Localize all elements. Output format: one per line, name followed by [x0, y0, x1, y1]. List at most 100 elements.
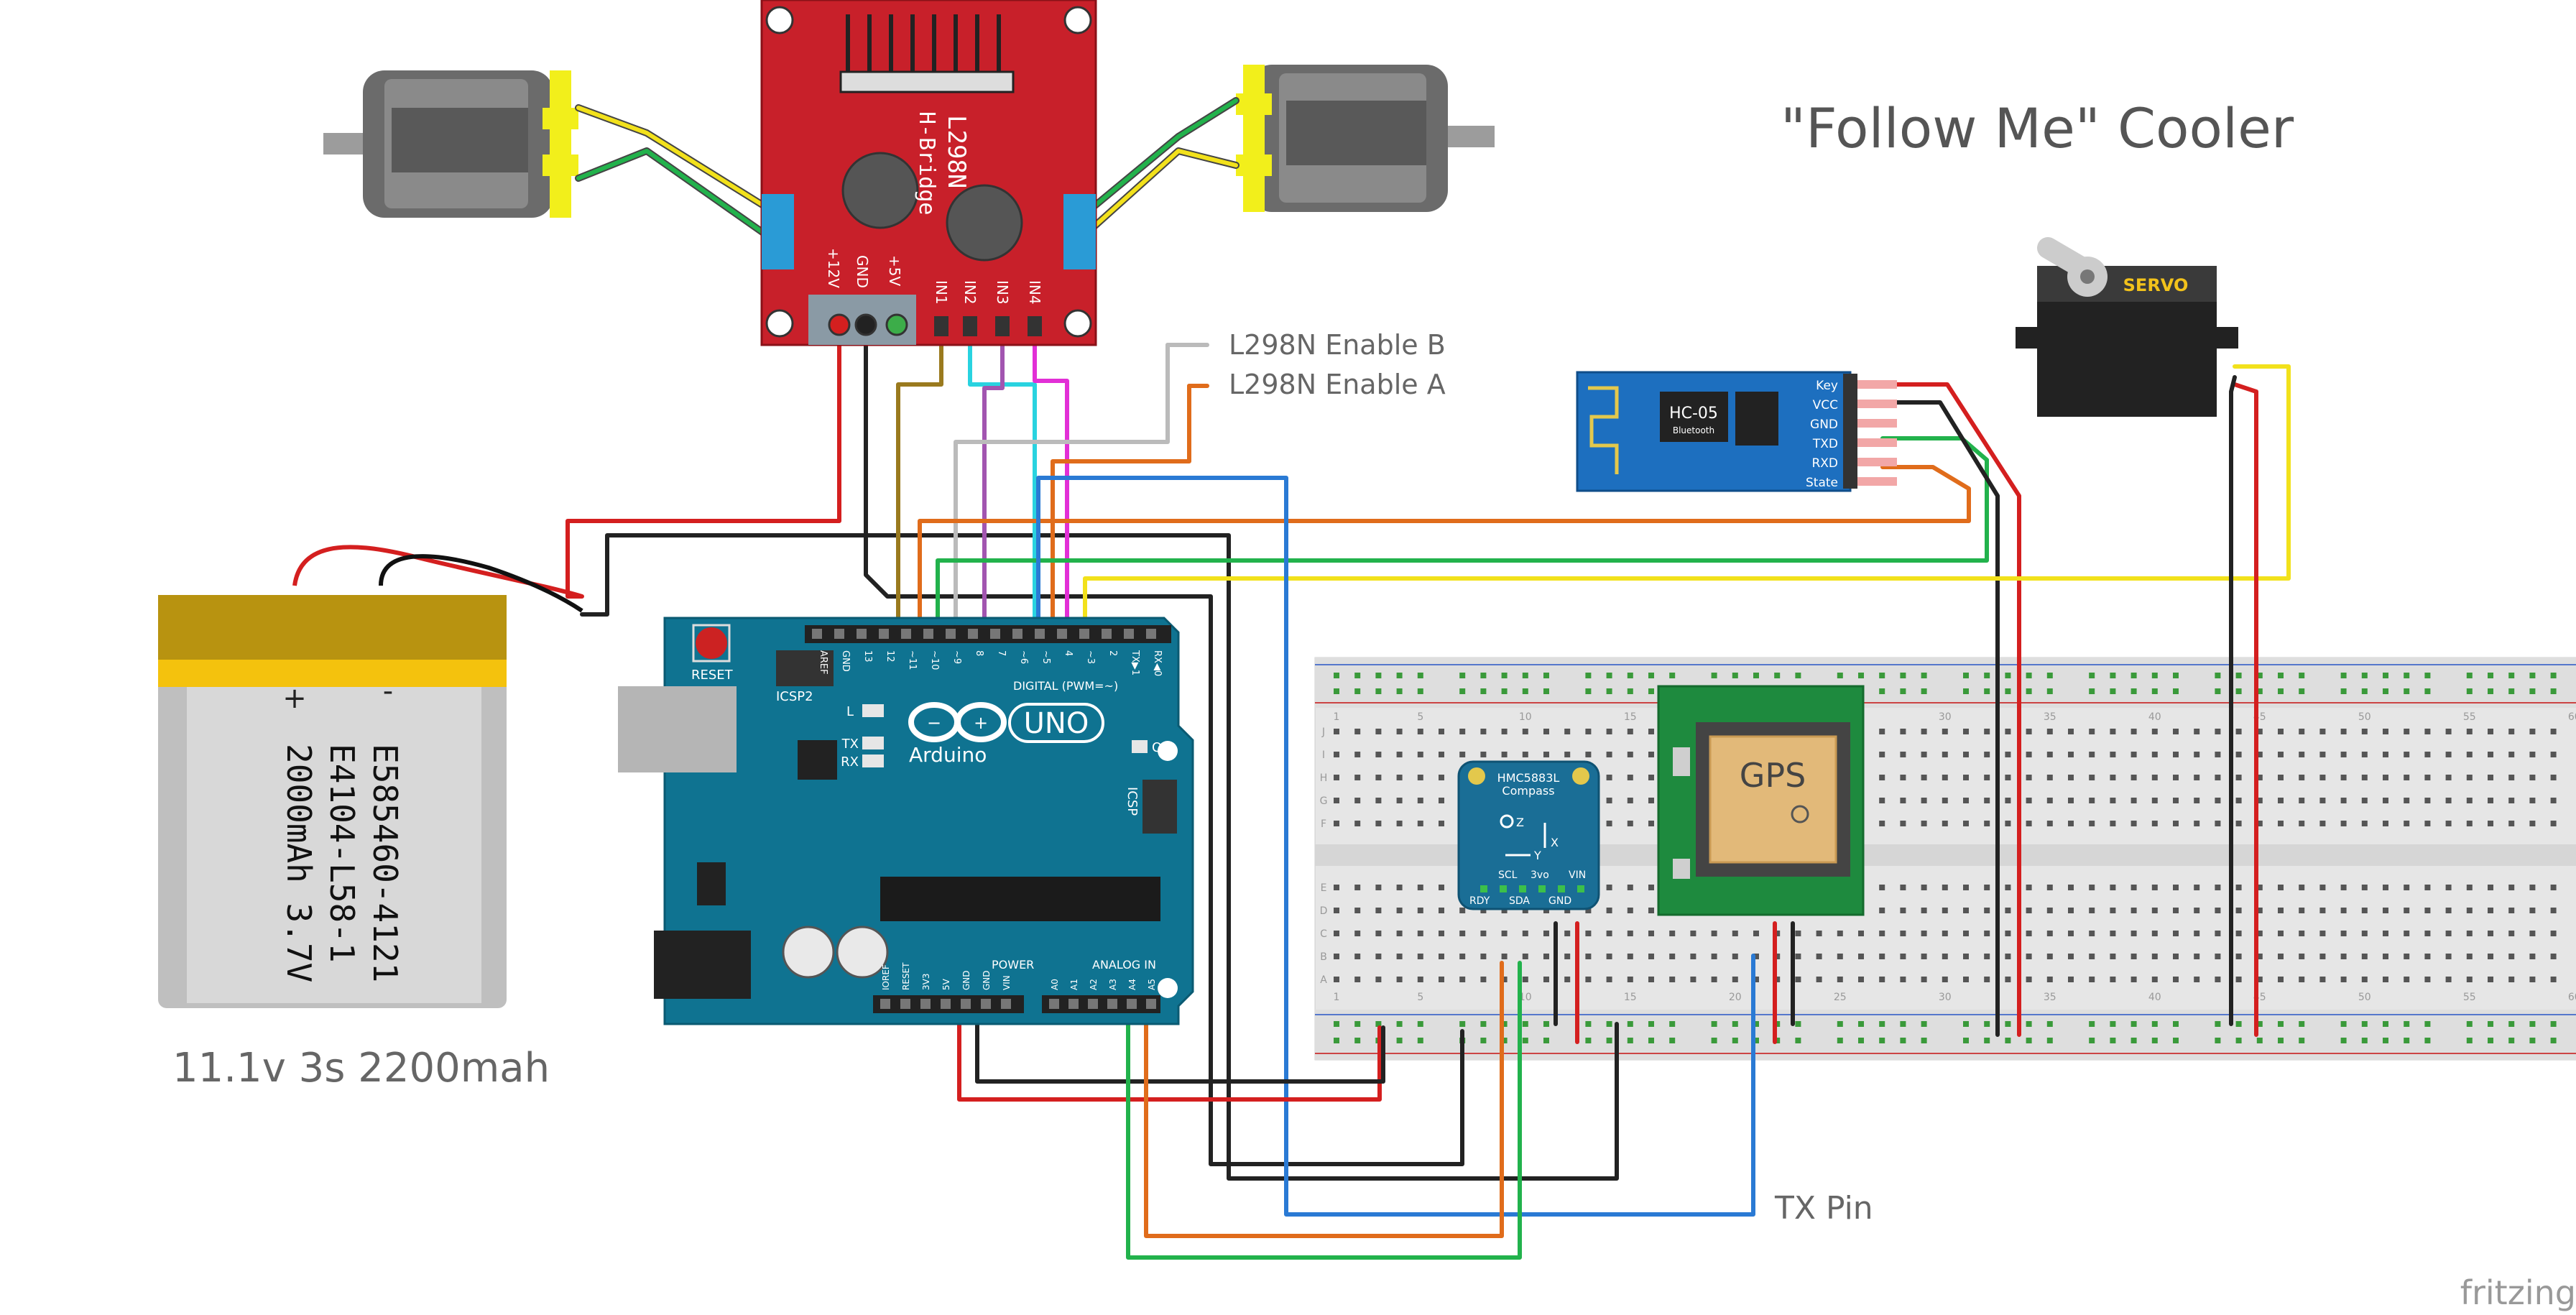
- bluetooth-pin-label: Key: [1816, 379, 1838, 393]
- breadboard-row-letter: G: [1320, 795, 1328, 807]
- lipo-battery: + - E585460-4121 E4104-L58-1 2000mAh 3.7…: [158, 545, 583, 1092]
- breadboard-row-letter: A: [1320, 974, 1327, 986]
- breadboard-number: 15: [1624, 992, 1637, 1003]
- gps-module: GPS: [1657, 685, 1865, 916]
- breadboard-number: 1: [1334, 711, 1340, 723]
- breadboard-number: 10: [1519, 992, 1532, 1003]
- arduino-power-label: POWER: [992, 958, 1034, 972]
- arduino-digital-pin-label: ~9: [951, 650, 962, 664]
- breadboard-number: 30: [1939, 711, 1952, 723]
- arduino-power-pin-label: VIN: [1002, 975, 1012, 990]
- arduino-digital-pin-label: 4: [1063, 650, 1074, 656]
- breadboard-number: 40: [2148, 992, 2161, 1003]
- arduino-digital-pin-label: 13: [862, 650, 873, 663]
- arduino-power-pin-label: RESET: [901, 962, 911, 990]
- arduino-reset-label: RESET: [691, 668, 734, 683]
- arduino-analog-pin-label: A5: [1147, 979, 1157, 990]
- breadboard-row-letter: D: [1320, 905, 1328, 917]
- arduino-digital-pin-label: ~3: [1085, 650, 1096, 664]
- arduino-digital-pin-label: TX▶1: [1130, 650, 1140, 675]
- compass-name: HMC5883L: [1497, 771, 1560, 785]
- arduino-power-pin-label: 3V3: [921, 974, 931, 990]
- arduino-analog-pin-label: A2: [1089, 979, 1099, 990]
- breadboard-number: 55: [2463, 992, 2476, 1003]
- breadboard-number: 60: [2568, 992, 2576, 1003]
- breadboard-number: 50: [2358, 711, 2371, 723]
- breadboard-number: 10: [1519, 711, 1532, 723]
- enable-b-label: L298N Enable B: [1229, 329, 1446, 361]
- arduino-digital-pin-label: RX◀0: [1152, 650, 1163, 676]
- arduino-digital-pin-label: ~5: [1040, 650, 1051, 664]
- l298n-h-bridge: L298N H-Bridge +12V GND +5V IN1 IN2 IN3 …: [760, 0, 1097, 346]
- arduino-digital-pin-label: 7: [996, 650, 1007, 656]
- fritzing-watermark: fritzing: [2460, 1273, 2576, 1312]
- arduino-digital-pin-label: 12: [885, 650, 895, 663]
- arduino-digital-pin-label: AREF: [818, 650, 828, 675]
- breadboard-row-letter: C: [1320, 928, 1327, 940]
- breadboard-number: 25: [1834, 992, 1847, 1003]
- compass-pin-sda: SDA: [1509, 895, 1530, 907]
- arduino-brand: Arduino: [909, 743, 987, 767]
- dc-motor-left: [323, 70, 578, 218]
- breadboard-number: 35: [2044, 711, 2056, 723]
- servo-motor: SERVO: [2016, 237, 2238, 417]
- arduino-tx-label: TX: [841, 737, 859, 752]
- breadboard-row-letter: J: [1321, 726, 1325, 738]
- compass-axis-x: X: [1551, 836, 1559, 849]
- bluetooth-pin-label: TXD: [1812, 437, 1838, 451]
- arduino-icsp2-label: ICSP2: [776, 689, 813, 704]
- bluetooth-sub: Bluetooth: [1673, 425, 1714, 435]
- arduino-digital-pin-label: GND: [840, 650, 851, 672]
- battery-label-2: E4104-L58-1: [323, 744, 361, 963]
- battery-minus: -: [383, 675, 393, 708]
- compass-axis-y: Y: [1533, 849, 1541, 862]
- breadboard: 151015202530354045505560 151015202530354…: [1314, 657, 2576, 1061]
- diagram-title: "Follow Me" Cooler: [1781, 96, 2294, 160]
- hbridge-pin-in1: IN1: [933, 280, 950, 305]
- battery-plus: +: [282, 682, 307, 715]
- hbridge-pin-5v: +5V: [886, 255, 903, 286]
- hbridge-pin-in2: IN2: [961, 280, 979, 305]
- bluetooth-name: HC-05: [1669, 405, 1718, 423]
- breadboard-number: 15: [1624, 711, 1637, 723]
- enable-a-label: L298N Enable A: [1229, 369, 1446, 400]
- bluetooth-pin-label: GND: [1810, 417, 1838, 432]
- hbridge-pin-in4: IN4: [1026, 280, 1043, 305]
- hbridge-name: L298N: [942, 115, 971, 188]
- arduino-digital-pin-label: 8: [974, 650, 984, 656]
- breadboard-number: 30: [1939, 992, 1952, 1003]
- battery-label-1: E585460-4121: [366, 744, 405, 982]
- breadboard-row-letter: E: [1321, 882, 1327, 894]
- wiring: [565, 97, 2291, 1260]
- arduino-analog-label: ANALOG IN: [1092, 958, 1156, 972]
- arduino-digital-pin-label: ~10: [929, 650, 940, 670]
- arduino-digital-pin-label: ~6: [1018, 650, 1029, 664]
- bluetooth-pin-label: State: [1806, 476, 1838, 490]
- battery-spec-label: 11.1v 3s 2200mah: [172, 1045, 550, 1092]
- arduino-icsp-label: ICSP: [1125, 787, 1140, 816]
- compass-pin-gnd: GND: [1548, 895, 1571, 907]
- arduino-model: UNO: [1024, 707, 1089, 740]
- arduino-power-pin-label: IOREF: [881, 964, 891, 990]
- breadboard-number: 55: [2463, 711, 2476, 723]
- tx-pin-label: TX Pin: [1774, 1190, 1873, 1227]
- breadboard-number: 5: [1417, 711, 1423, 723]
- arduino-analog-pin-label: A0: [1050, 979, 1060, 990]
- battery-label-3: 2000mAh 3.7V: [280, 744, 318, 982]
- arduino-power-pin-label: GND: [961, 970, 971, 990]
- breadboard-number: 35: [2044, 992, 2056, 1003]
- dc-motor-right: [1236, 65, 1495, 212]
- bluetooth-pin-label: RXD: [1811, 456, 1838, 471]
- arduino-logo-minus: −: [927, 713, 941, 733]
- breadboard-number: 5: [1417, 992, 1423, 1003]
- arduino-digital-pin-label: 2: [1107, 650, 1118, 656]
- breadboard-number: 60: [2568, 711, 2576, 723]
- arduino-l-label: L: [846, 704, 854, 719]
- arduino-logo-icon: [908, 702, 1007, 742]
- arduino-analog-pin-label: A4: [1127, 979, 1137, 990]
- compass-pin-scl: SCL: [1498, 869, 1518, 881]
- breadboard-number: 1: [1334, 992, 1340, 1003]
- breadboard-number: 50: [2358, 992, 2371, 1003]
